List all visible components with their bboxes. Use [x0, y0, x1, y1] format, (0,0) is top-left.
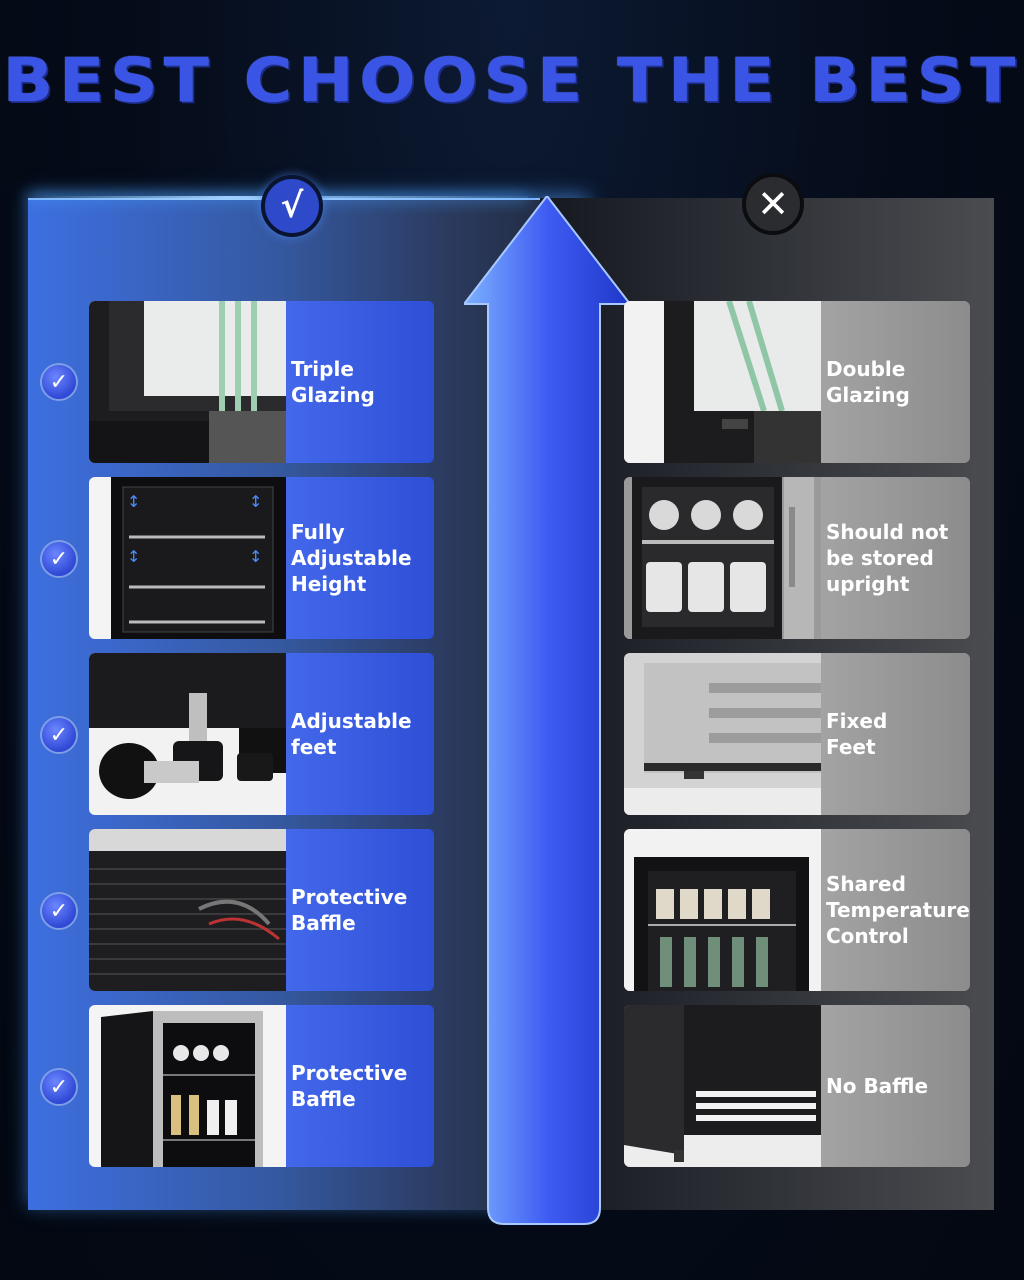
card-label: Double Glazing — [826, 357, 910, 407]
feature-card-no-baffle: No Baffle — [624, 1005, 970, 1167]
check-icon: ✓ — [42, 1070, 76, 1104]
fixed-feet-image — [624, 653, 821, 815]
check-icon: ✓ — [42, 365, 76, 399]
double-glazing-image — [624, 301, 821, 463]
single-zone-fridge-image — [624, 829, 821, 991]
feature-card-protective-baffle-2: Protective Baffle — [89, 1005, 434, 1167]
triple-glazing-image — [89, 301, 286, 463]
close-badge-icon: ✕ — [742, 173, 804, 235]
card-label: Fixed Feet — [826, 709, 888, 759]
feature-card-protective-baffle: Protective Baffle — [89, 829, 434, 991]
page-title: BEST CHOOSE THE BEST — [2, 45, 1022, 116]
feature-card-adjustable-height: ↕ ↕ ↕ ↕ Fully Adjustable Height — [89, 477, 434, 639]
card-label: Should not be stored upright — [826, 520, 949, 596]
compressor-baffle-image — [89, 829, 286, 991]
cans-fridge-image — [624, 477, 821, 639]
card-label: Fully Adjustable Height — [291, 520, 412, 596]
arrow-up-icon — [464, 196, 630, 1225]
beverage-fridge-image — [89, 1005, 286, 1167]
card-label: Shared Temperature Control — [826, 872, 970, 948]
svg-text:↕: ↕ — [249, 492, 262, 511]
no-baffle-image — [624, 1005, 821, 1167]
card-label: Triple Glazing — [291, 357, 375, 407]
check-icon: ✓ — [42, 894, 76, 928]
svg-text:↕: ↕ — [127, 492, 140, 511]
adjustable-shelves-image: ↕ ↕ ↕ ↕ — [89, 477, 286, 639]
card-label: Protective Baffle — [291, 1061, 408, 1111]
card-label: Protective Baffle — [291, 885, 408, 935]
feature-card-shared-temperature: Shared Temperature Control — [624, 829, 970, 991]
checkmark-badge-icon: √ — [261, 175, 323, 237]
feature-card-not-upright: Should not be stored upright — [624, 477, 970, 639]
svg-text:↕: ↕ — [127, 547, 140, 566]
feature-card-double-glazing: Double Glazing — [624, 301, 970, 463]
feature-card-adjustable-feet: Adjustable feet — [89, 653, 434, 815]
check-icon: ✓ — [42, 718, 76, 752]
feature-card-triple-glazing: Triple Glazing — [89, 301, 434, 463]
card-label: Adjustable feet — [291, 709, 412, 759]
card-label: No Baffle — [826, 1074, 929, 1098]
svg-text:↕: ↕ — [249, 547, 262, 566]
check-icon: ✓ — [42, 542, 76, 576]
adjustable-feet-image — [89, 653, 286, 815]
feature-card-fixed-feet: Fixed Feet — [624, 653, 970, 815]
